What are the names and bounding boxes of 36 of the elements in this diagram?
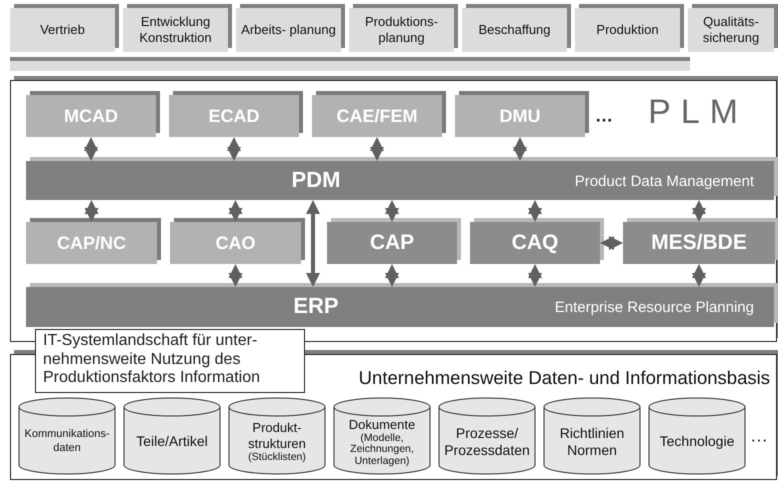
double-arrow	[513, 137, 527, 161]
system-bar: ERP Enterprise Resource Planning	[26, 287, 774, 327]
department-tab: Arbeits- planung	[236, 8, 341, 52]
department-tab: Beschaffung	[462, 8, 567, 52]
system-box: MES/BDE	[623, 222, 775, 264]
system-box: CAO	[170, 222, 301, 264]
double-arrow	[692, 264, 706, 287]
double-arrow	[84, 200, 98, 222]
double-arrow	[385, 264, 399, 287]
department-tab: Produktions- planung	[349, 8, 454, 52]
department-tab: Qualitäts- sicherung	[688, 8, 774, 52]
ellipsis-note: …	[595, 106, 613, 126]
double-arrow	[528, 200, 542, 222]
system-bar: PDM Product Data Management	[26, 161, 774, 200]
double-arrow	[306, 200, 320, 287]
double-arrow	[228, 264, 242, 287]
system-box: MCAD	[26, 95, 156, 137]
system-box: CAE/FEM	[312, 95, 442, 137]
system-box: CAQ	[470, 222, 600, 264]
system-box: CAP	[327, 222, 457, 264]
double-arrow	[227, 137, 241, 161]
note-box: IT-Systemlandschaft für unter- nehmensweite Nutzung des Produktionsfaktors Information	[35, 329, 305, 393]
system-box: CAP/NC	[26, 222, 157, 264]
department-tab: Produktion	[575, 8, 680, 52]
department-tab: Entwicklung Konstruktion	[123, 8, 228, 52]
ellipsis-note: …	[750, 426, 768, 446]
double-arrow	[370, 137, 384, 161]
shelf-bar	[10, 57, 690, 71]
double-arrow	[600, 236, 623, 250]
double-arrow	[84, 137, 98, 161]
system-box: ECAD	[169, 95, 299, 137]
double-arrow	[528, 264, 542, 287]
double-arrow	[385, 200, 399, 222]
double-arrow	[692, 200, 706, 222]
department-tab: Vertrieb	[10, 8, 115, 52]
double-arrow	[228, 200, 242, 222]
